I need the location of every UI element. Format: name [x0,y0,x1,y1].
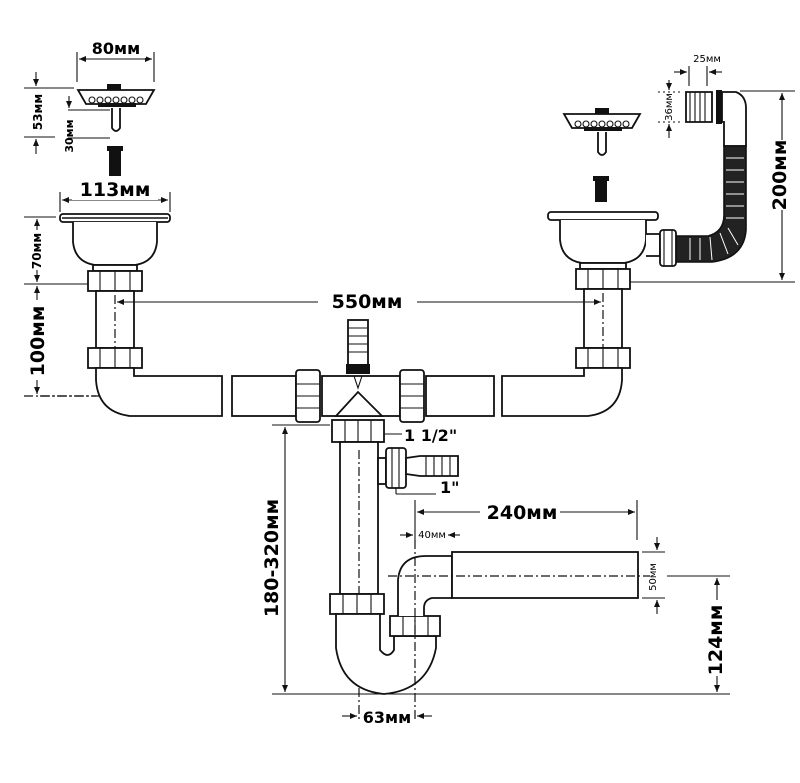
label-113mm: 113мм [80,179,151,201]
dim-trap-spacing: 63мм [342,708,432,727]
label-36mm: 36мм [664,93,675,121]
dim-outlet-height: 124мм [667,575,730,692]
label-200mm: 200мм [769,140,791,211]
dim-bowl-diameter: 113мм [59,178,171,212]
left-sink-bowl [59,213,171,272]
dim-bowl-spacing: 550мм [117,291,601,313]
tee-connector [295,319,425,423]
right-sink-bowl [547,211,661,270]
label-25mm: 25мм [693,54,721,65]
dim-outlet-offset: 40мм [400,530,460,541]
label-30mm: 30мм [63,119,76,152]
right-tailpiece [575,268,631,369]
right-strainer-basket [562,108,642,202]
left-strainer-basket [76,84,156,176]
label-100mm: 100мм [27,306,49,377]
label-240mm: 240мм [487,502,558,524]
label-1-inch: 1" [440,478,459,497]
dim-outlet-length: 240мм [414,500,638,540]
thread-labels: 1 1/2" 1" [384,426,459,497]
side-inlet [377,447,459,489]
label-63mm: 63мм [363,708,411,727]
label-70mm: 70мм [30,233,44,269]
dim-overflow-length: 200мм [630,90,795,283]
outlet-pipe [388,551,650,599]
dim-outlet-diameter: 50мм [642,537,665,614]
dim-trap-height: 180-320мм [261,424,730,695]
left-tailpiece [87,270,143,369]
label-1-1-2-inch: 1 1/2" [404,426,457,445]
label-40mm: 40мм [418,530,446,541]
bottle-trap [329,419,453,720]
dim-overflow-size: 25мм 36мм [658,54,722,138]
label-180-320mm: 180-320мм [261,499,283,617]
label-550mm: 550мм [332,291,403,313]
label-50mm: 50мм [648,563,659,591]
dim-strainer-diameter: 80мм [76,36,155,82]
label-80mm: 80мм [92,39,140,58]
horizontal-pipes [40,367,623,417]
label-53mm: 53мм [31,94,45,130]
overflow-assembly [659,90,747,267]
dim-strainer-height: 53мм 30мм [24,72,110,154]
dim-bowl-depth: 70мм [24,216,88,285]
label-124mm: 124мм [705,605,727,676]
